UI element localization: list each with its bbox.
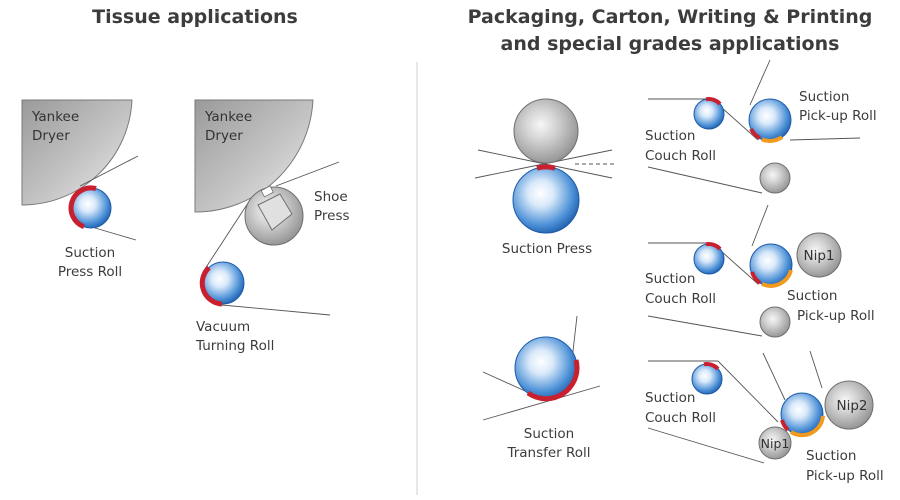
couch-roll-2-label-line2: Couch Roll: [645, 291, 716, 307]
suction-transfer-roll-label-line1: Suction: [524, 426, 574, 442]
pickup-roll-3-shoe-zone: [789, 415, 825, 438]
transfer-web-b: [482, 385, 601, 421]
pickup-arrangement-1: Suction Couch Roll Suction Pick-up Roll: [645, 59, 877, 194]
nip1-roll-b: [758, 426, 792, 460]
pu3-wire-diag: [717, 360, 779, 423]
couch-roll-3-label-line2: Couch Roll: [645, 410, 716, 426]
suction-press-label: Suction Press: [502, 241, 592, 257]
pu3-wire-bottom: [647, 427, 765, 464]
felt-line-1b: [94, 227, 137, 241]
suction-press-top-roll: [513, 98, 579, 164]
yankee-dryer-1: [21, 99, 133, 206]
pu3-felt-lead: [762, 352, 786, 401]
suction-press-roll-label-line1: Suction: [65, 245, 115, 261]
suction-press-roll-suction-zone: [68, 185, 97, 230]
pickup-roll-2-suction-zone: [750, 271, 762, 285]
pickup-roll-2-label-line1: Suction: [787, 288, 837, 304]
nip1-roll-a-label: Nip1: [803, 248, 834, 264]
pu1-felt-right: [789, 137, 861, 141]
felt-line-2c: [221, 304, 331, 316]
suction-transfer-roll-label-line2: Transfer Roll: [506, 445, 590, 461]
couch-roll-3-suction-zone: [703, 362, 720, 371]
vacuum-turning-roll-suction-zone: [199, 265, 223, 307]
suction-press-bottom-roll: [512, 166, 580, 234]
shoe-press-shoe: [257, 193, 293, 231]
felt-roll-1: [759, 162, 791, 194]
pu1-felt-lead: [749, 59, 771, 106]
pickup-roll-1-label-line2: Pick-up Roll: [799, 108, 877, 124]
couch-roll-1-suction-zone: [705, 97, 722, 106]
couch-roll-1-label-line1: Suction: [645, 128, 695, 144]
suction-press-roll-label-line2: Press Roll: [58, 264, 122, 280]
shoe-press-label-line2: Press: [314, 208, 350, 224]
nip1-roll-b-label: Nip1: [761, 436, 790, 451]
suction-press-group: Suction Press: [474, 98, 614, 257]
vacuum-turning-roll-label-line1: Vacuum: [196, 319, 250, 335]
pickup-roll-3-label-line1: Suction: [806, 448, 856, 464]
heading-packaging-line1: Packaging, Carton, Writing & Printing: [468, 6, 873, 28]
pickup-roll-1-suction-zone: [749, 127, 762, 140]
felt-line-1a: [79, 155, 139, 187]
felt-line-2b: [275, 161, 340, 187]
pickup-arrangement-2: Nip1 Suction Couch Roll Suction Pick-up …: [645, 204, 875, 338]
couch-roll-3-label-line1: Suction: [645, 390, 695, 406]
pickup-roll-1-label-line1: Suction: [799, 89, 849, 105]
pickup-roll-3-label-line2: Pick-up Roll: [806, 468, 884, 484]
nip2-roll-label: Nip2: [836, 398, 867, 414]
couch-roll-2-label-line1: Suction: [645, 271, 695, 287]
pickup-arrangement-3: Nip2 Nip1 Suction Couch Roll Suction Pic…: [645, 350, 884, 484]
pickup-roll-1-shoe-zone: [761, 135, 784, 143]
couch-roll-1-label-line2: Couch Roll: [645, 148, 716, 164]
heading-tissue-applications: Tissue applications: [92, 6, 298, 28]
pu2-felt-lead: [751, 204, 769, 247]
pu2-wire-bottom: [647, 315, 763, 337]
suction-press-web-b: [474, 149, 613, 179]
tissue-shoe-press-group: Yankee Dryer Shoe Press Vacuum Turning R…: [194, 99, 350, 354]
nip1-roll-a: [796, 232, 842, 278]
suction-transfer-roll-group: Suction Transfer Roll: [482, 315, 601, 461]
pu3-nip2-lead: [809, 350, 823, 389]
pu1-wire-bottom: [647, 166, 763, 194]
felt-line-2a: [202, 199, 251, 273]
yankee-dryer-2: [194, 99, 314, 213]
nip2-roll: [824, 380, 874, 430]
couch-roll-2-suction-zone: [705, 242, 722, 251]
yankee-dryer-1-label-line1: Yankee: [31, 109, 79, 125]
felt-roll-2: [759, 306, 791, 338]
tissue-suction-press-roll-group: Yankee Dryer Suction Press Roll: [21, 99, 139, 280]
heading-packaging-line2: and special grades applications: [501, 33, 840, 55]
vacuum-turning-roll-label-line2: Turning Roll: [195, 338, 274, 354]
pickup-roll-3-suction-zone: [780, 419, 790, 432]
pickup-roll-2-shoe-zone: [761, 269, 793, 288]
yankee-dryer-2-label-line1: Yankee: [204, 109, 252, 125]
shoe-press-label-line1: Shoe: [314, 189, 348, 205]
suction-press-suction-zone: [536, 164, 556, 171]
shoe-press-shoe-head: [260, 185, 274, 198]
yankee-dryer-1-label-line2: Dryer: [32, 128, 70, 144]
pickup-roll-2-label-line2: Pick-up Roll: [797, 308, 875, 324]
yankee-dryer-2-label-line2: Dryer: [205, 128, 243, 144]
suction-transfer-roll-suction-zone: [526, 359, 580, 402]
